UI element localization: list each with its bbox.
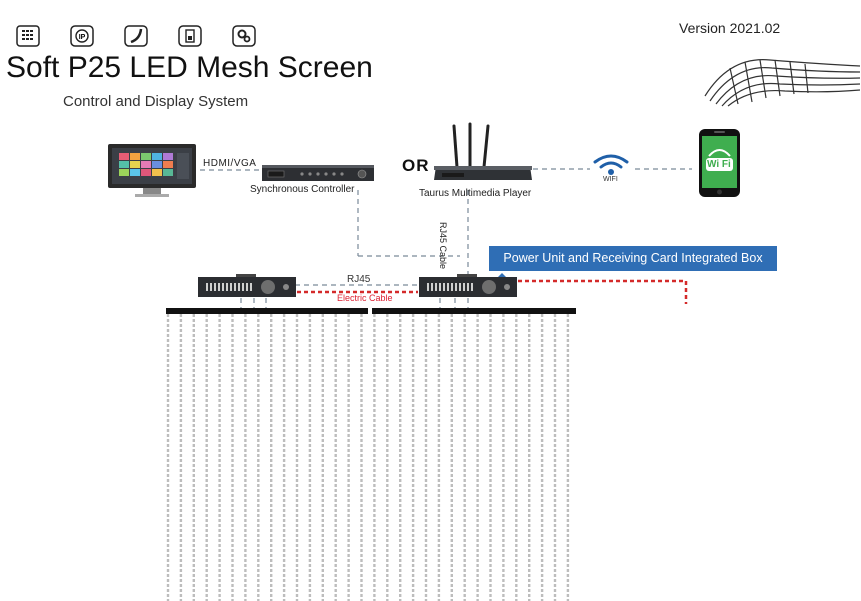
multimedia-player-label: Taurus Multimedia Player: [419, 188, 532, 199]
flexible-curve-icon: [124, 25, 148, 47]
phone-wifi-label: Wi Fi: [707, 159, 731, 170]
hanging-bar-left: [166, 308, 368, 314]
electric-cable-label: Electric Cable: [337, 293, 393, 303]
page-title: Soft P25 LED Mesh Screen: [6, 51, 373, 84]
synchronous-controller-label: Synchronous Controller: [250, 184, 355, 195]
ip-rating-icon: IP: [70, 25, 94, 47]
smartphone-icon: [699, 129, 740, 197]
multimedia-player-device: [434, 122, 532, 180]
or-label: OR: [402, 156, 430, 175]
pixel-module-icon: [178, 25, 202, 47]
synchronous-controller-device: [262, 165, 374, 181]
hanging-bar-right: [372, 308, 576, 314]
led-mesh-strips: [166, 314, 570, 601]
gear-settings-icon: [232, 25, 256, 47]
wifi-icon: [593, 154, 629, 175]
version-label: Version 2021.02: [679, 20, 781, 36]
computer-monitor-icon: [108, 144, 196, 197]
power-unit-callout: Power Unit and Receiving Card Integrated…: [489, 246, 777, 271]
power-receiving-box-left: [198, 274, 296, 297]
page-subtitle: Control and Display System: [63, 93, 249, 110]
rj45-label: RJ45: [347, 274, 371, 285]
led-grid-icon: [16, 25, 40, 47]
svg-text:IP: IP: [79, 34, 86, 41]
mesh-screen-image: [704, 59, 861, 107]
hdmi-vga-label: HDMI/VGA: [203, 158, 257, 169]
wifi-label: WIFI: [603, 176, 618, 183]
power-receiving-box-right: [419, 274, 517, 297]
rj45-cable-label: RJ45 Cable: [438, 222, 448, 270]
